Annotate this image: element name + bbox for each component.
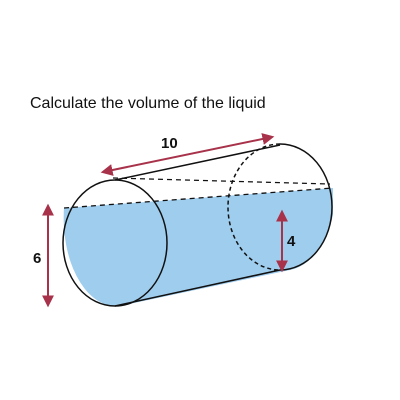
liquid-surface-far-edge [112,177,331,185]
back-end-ellipse [280,143,333,271]
liquid-depth-label: 4 [287,233,296,250]
length-arrow [100,133,275,176]
cylinder-top-edge [114,144,281,181]
front-end-ellipse [62,179,168,307]
length-label: 10 [161,135,178,152]
diameter-label: 6 [33,250,41,267]
cylinder-bottom-edge [114,269,281,307]
question-text: Calculate the volume of the liquid [30,95,266,112]
liquid-front-face [63,208,167,306]
